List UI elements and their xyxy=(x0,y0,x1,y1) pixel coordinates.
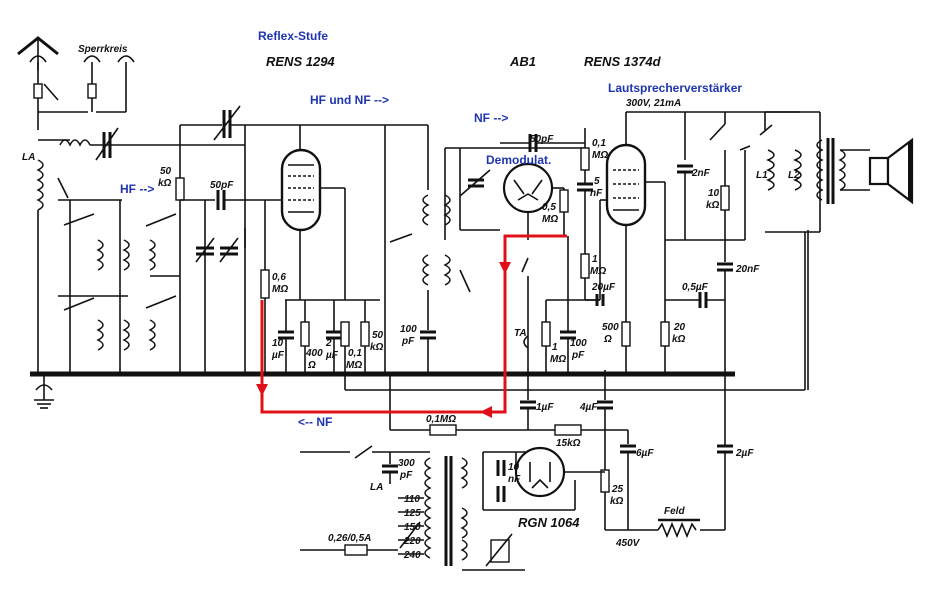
signal-demod: Demodulat. xyxy=(486,153,551,167)
ground-symbol xyxy=(34,374,54,409)
label-c2uf-a-1: 2 xyxy=(325,338,332,349)
label-r25k-2: kΩ xyxy=(610,496,624,507)
label-la: LA xyxy=(22,152,35,163)
power-supply xyxy=(345,230,809,539)
label-r05m-1: 0,5 xyxy=(542,202,556,213)
label-c10nf-1: 10 xyxy=(508,462,520,473)
tube-rens1374d xyxy=(585,111,820,301)
mains-transformer xyxy=(300,445,525,571)
label-r1m-a-2: MΩ xyxy=(590,266,606,277)
heading-speaker-amp: Lautsprecherverstärker xyxy=(608,81,742,95)
label-c50pf-b: 50pF xyxy=(530,134,554,145)
label-tap-240: 240 xyxy=(403,550,421,561)
label-r50k-1: 50 xyxy=(160,166,172,177)
nf-feedback-path xyxy=(260,234,567,414)
label-sperrkreis: Sperrkreis xyxy=(78,44,128,55)
label-r500-1: 500 xyxy=(602,322,619,333)
label-r400-1: 400 xyxy=(305,348,323,359)
label-r20k-1: 20 xyxy=(673,322,686,333)
label-l2: L2 xyxy=(788,170,800,181)
signal-hf-nf: HF und NF --> xyxy=(310,93,389,107)
label-c10uf-1: 10 xyxy=(272,338,284,349)
label-la2: LA xyxy=(370,482,383,493)
label-c10uf-2: µF xyxy=(271,350,285,361)
label-r01m-a-1: 0,1 xyxy=(348,348,362,359)
label-r06m-2: MΩ xyxy=(272,284,288,295)
label-c5nf-2: nF xyxy=(590,188,603,199)
label-r25k-1: 25 xyxy=(611,484,624,495)
label-r06m-1: 0,6 xyxy=(272,272,286,283)
tuning-capacitor-top xyxy=(213,105,428,374)
label-l1: L1 xyxy=(756,170,768,181)
diode-ab1 xyxy=(459,134,585,214)
tube-rens1294 xyxy=(280,125,346,300)
nf-arrow-down xyxy=(499,262,511,274)
label-c100pf-a-2: pF xyxy=(401,336,415,347)
label-c100pf-b-2: pF xyxy=(571,350,585,361)
label-c1uf: 1µF xyxy=(536,402,554,413)
label-r400-2: Ω xyxy=(307,360,316,371)
label-c10nf-2: nF xyxy=(508,474,521,485)
label-r01m-c: 0,1MΩ xyxy=(426,414,456,425)
heading-tube1: RENS 1294 xyxy=(266,54,335,69)
label-c300pf-2: pF xyxy=(399,470,413,481)
label-c50pf-a: 50pF xyxy=(210,180,234,191)
label-c4uf: 4µF xyxy=(579,402,598,413)
label-r01m-b-2: MΩ xyxy=(592,150,608,161)
grid-network xyxy=(175,177,285,374)
label-r500-2: Ω xyxy=(603,334,612,345)
label-c6uf: 6µF xyxy=(636,448,654,459)
interstage-coils xyxy=(384,125,585,374)
nf-arrow-up xyxy=(256,384,268,396)
label-r1m-b-1: 1 xyxy=(552,342,558,353)
label-tap-220: 220 xyxy=(403,536,421,547)
label-fuse: 0,26/0,5A xyxy=(328,533,371,544)
label-tap-110: 110 xyxy=(404,494,420,505)
sperrkreis-trap xyxy=(29,55,135,130)
label-voltage: 300V, 21mA xyxy=(626,98,681,109)
label-r05m-2: MΩ xyxy=(542,214,558,225)
label-feld: Feld xyxy=(664,506,685,517)
heading-reflex: Reflex-Stufe xyxy=(258,29,328,43)
signal-hf: HF --> xyxy=(120,182,154,196)
label-c300pf-1: 300 xyxy=(398,458,415,469)
label-c5nf-1: 5 xyxy=(594,176,600,187)
label-tap-125: 125 xyxy=(404,508,421,519)
nf-arrow-left xyxy=(480,406,492,418)
signal-nf: NF --> xyxy=(474,111,508,125)
label-r10k-2: kΩ xyxy=(706,200,720,211)
label-r20k-2: kΩ xyxy=(672,334,686,345)
label-c2nf: 2nF xyxy=(691,168,711,179)
label-c100pf-a-1: 100 xyxy=(400,324,417,335)
label-r50k-2: kΩ xyxy=(158,178,172,189)
label-r15k: 15kΩ xyxy=(556,438,581,449)
label-r50k-b-2: kΩ xyxy=(370,342,384,353)
label-r01m-b-1: 0,1 xyxy=(592,138,606,149)
label-r1m-a-1: 1 xyxy=(592,254,598,265)
label-c2uf-a-2: µF xyxy=(325,350,339,361)
heading-rect-tube: RGN 1064 xyxy=(518,515,580,530)
label-r1m-b-2: MΩ xyxy=(550,354,566,365)
label-c100pf-b-1: 100 xyxy=(570,338,587,349)
cathode-network-1 xyxy=(260,200,380,390)
label-hv: 450V xyxy=(615,538,641,549)
rectifier-rgn1064 xyxy=(482,446,605,511)
label-c20uf: 20µF xyxy=(591,282,616,293)
signal-nf-back: <-- NF xyxy=(298,415,332,429)
label-c05uf: 0,5µF xyxy=(682,282,709,293)
label-tap-150: 150 xyxy=(404,522,421,533)
heading-tube2: RENS 1374d xyxy=(584,54,662,69)
label-c2uf-b: 2µF xyxy=(735,448,754,459)
heading-diode: AB1 xyxy=(509,54,536,69)
label-r10k-1: 10 xyxy=(708,188,720,199)
label-r01m-a-2: MΩ xyxy=(346,360,362,371)
label-r50k-b-1: 50 xyxy=(372,330,384,341)
label-ta: TA xyxy=(514,328,527,339)
output-stage xyxy=(595,111,914,390)
label-c20nf: 20nF xyxy=(735,264,760,275)
